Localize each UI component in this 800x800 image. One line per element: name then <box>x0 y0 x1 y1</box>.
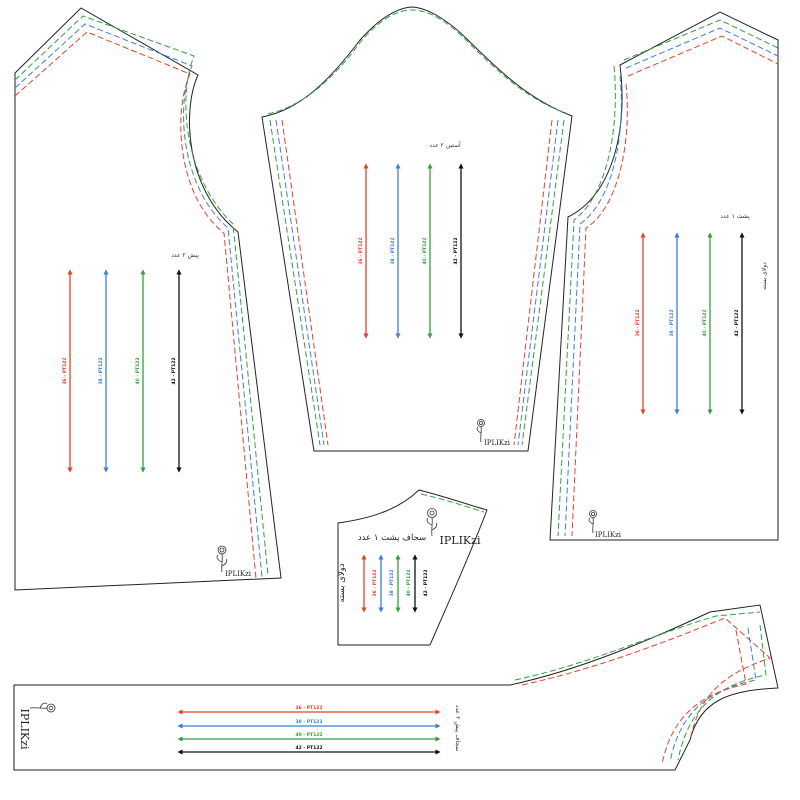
sleeve-seam-40 <box>267 9 567 115</box>
back-facing-grain-label-40: 40 - PT122 <box>406 569 412 596</box>
front-facing-seam-40 <box>514 611 761 681</box>
sleeve-grain-label-38: 38 - PT122 <box>390 237 396 264</box>
back-fold-label: دولای بسته <box>761 262 768 290</box>
back-grainlines: 36 - PT122 38 - PT122 40 - PT122 42 - PT… <box>635 232 745 415</box>
rose-logo-icon <box>426 508 438 537</box>
back-grain-label-42: 42 - PT122 <box>734 309 740 336</box>
front-facing-grain-label-42: 42 - PT122 <box>295 745 322 751</box>
back-piece: پشت ۱ عدد دولای بسته 36 - PT122 38 - PT1… <box>549 11 779 541</box>
front-facing-grain-label-36: 36 - PT122 <box>295 705 322 711</box>
sleeve-seam-40-right <box>521 119 565 446</box>
sleeve-seam-38-right <box>517 119 559 446</box>
back-facing-fold-label: دولای بسته <box>337 563 347 602</box>
back-grain-label-40: 40 - PT122 <box>702 309 708 336</box>
front-seam-38 <box>14 23 263 578</box>
back-title: پشت ۱ عدد <box>720 213 750 220</box>
back-armhole-38 <box>564 75 622 537</box>
sleeve-brand: IPLIKzi <box>484 439 511 447</box>
back-facing-grain-label-42: 42 - PT122 <box>423 569 429 596</box>
front-facing-grainlines: 36 - PT122 38 - PT122 40 - PT122 42 - PT… <box>177 705 441 755</box>
back-grain-label-38: 38 - PT122 <box>669 309 675 336</box>
back-facing-piece: سجاف پشت ۱ عدد دولای بسته 36 - PT122 38 … <box>337 489 488 646</box>
back-seam-36 <box>627 35 779 77</box>
back-facing-brand: IPLIKzi <box>440 534 481 547</box>
rose-logo-icon <box>476 419 485 443</box>
front-brand: IPLIKzi <box>225 570 252 578</box>
front-facing-seam-36 <box>521 617 771 741</box>
back-seam-40 <box>623 19 779 61</box>
sleeve-seam-36-left <box>281 119 329 446</box>
front-facing-curve-36 <box>661 629 747 765</box>
back-brand: IPLIKzi <box>595 531 622 539</box>
front-grain-label-40: 40 - PT122 <box>135 357 141 384</box>
back-facing-grain-label-36: 36 - PT122 <box>372 569 378 596</box>
back-facing-title: سجاف پشت ۱ عدد <box>358 533 426 543</box>
front-facing-brand: IPLIKzi <box>18 709 31 750</box>
back-facing-outline <box>337 489 488 646</box>
sleeve-seam-40-left <box>269 119 321 446</box>
front-piece: پیش ۲ عدد 36 - PT122 38 - PT122 40 - PT1… <box>14 7 282 591</box>
front-grainlines: 36 - PT122 38 - PT122 40 - PT122 42 - PT… <box>62 269 182 473</box>
sleeve-seam-36-right <box>513 119 553 446</box>
front-grain-label-42: 42 - PT122 <box>171 357 177 384</box>
front-seam-36 <box>14 31 257 580</box>
sleeve-piece: آستین ۲ عدد 36 - PT122 38 - PT122 40 - P… <box>261 6 573 452</box>
front-facing-grain-label-40: 40 - PT122 <box>295 732 322 738</box>
sleeve-grain-label-36: 36 - PT122 <box>358 237 364 264</box>
back-armhole-40 <box>557 65 616 537</box>
sleeve-outline <box>261 6 573 452</box>
front-grain-label-36: 36 - PT122 <box>62 357 68 384</box>
back-facing-grainlines: 36 - PT122 38 - PT122 40 - PT122 42 - PT… <box>361 554 429 613</box>
back-outline <box>549 11 779 541</box>
front-facing-piece: سجاف پیش ۲ عدد 36 - PT122 38 - PT122 40 … <box>13 604 779 771</box>
sleeve-grain-label-40: 40 - PT122 <box>422 237 428 264</box>
back-facing-seam-40 <box>420 493 485 513</box>
rose-logo-icon <box>29 702 56 713</box>
rose-logo-icon <box>216 545 228 573</box>
front-facing-grain-label-38: 38 - PT122 <box>295 719 322 725</box>
sleeve-grainlines: 36 - PT122 38 - PT122 40 - PT122 42 - PT… <box>358 163 464 339</box>
front-title: پیش ۲ عدد <box>171 252 199 259</box>
sleeve-grain-label-42: 42 - PT122 <box>453 237 459 264</box>
front-outline <box>14 7 282 591</box>
back-grain-label-36: 36 - PT122 <box>635 309 641 336</box>
back-seam-38 <box>625 27 779 69</box>
front-facing-curve-40 <box>677 624 767 761</box>
front-facing-outline <box>13 604 779 771</box>
sleeve-title: آستین ۲ عدد <box>429 140 461 149</box>
front-grain-label-38: 38 - PT122 <box>98 357 104 384</box>
back-facing-grain-label-38: 38 - PT122 <box>389 569 395 596</box>
back-armhole-36 <box>571 83 628 537</box>
rose-logo-icon <box>588 510 597 534</box>
sleeve-seam-38-left <box>275 119 325 446</box>
front-facing-title: سجاف پیش ۲ عدد <box>454 705 461 751</box>
front-facing-curve-38 <box>669 627 757 763</box>
